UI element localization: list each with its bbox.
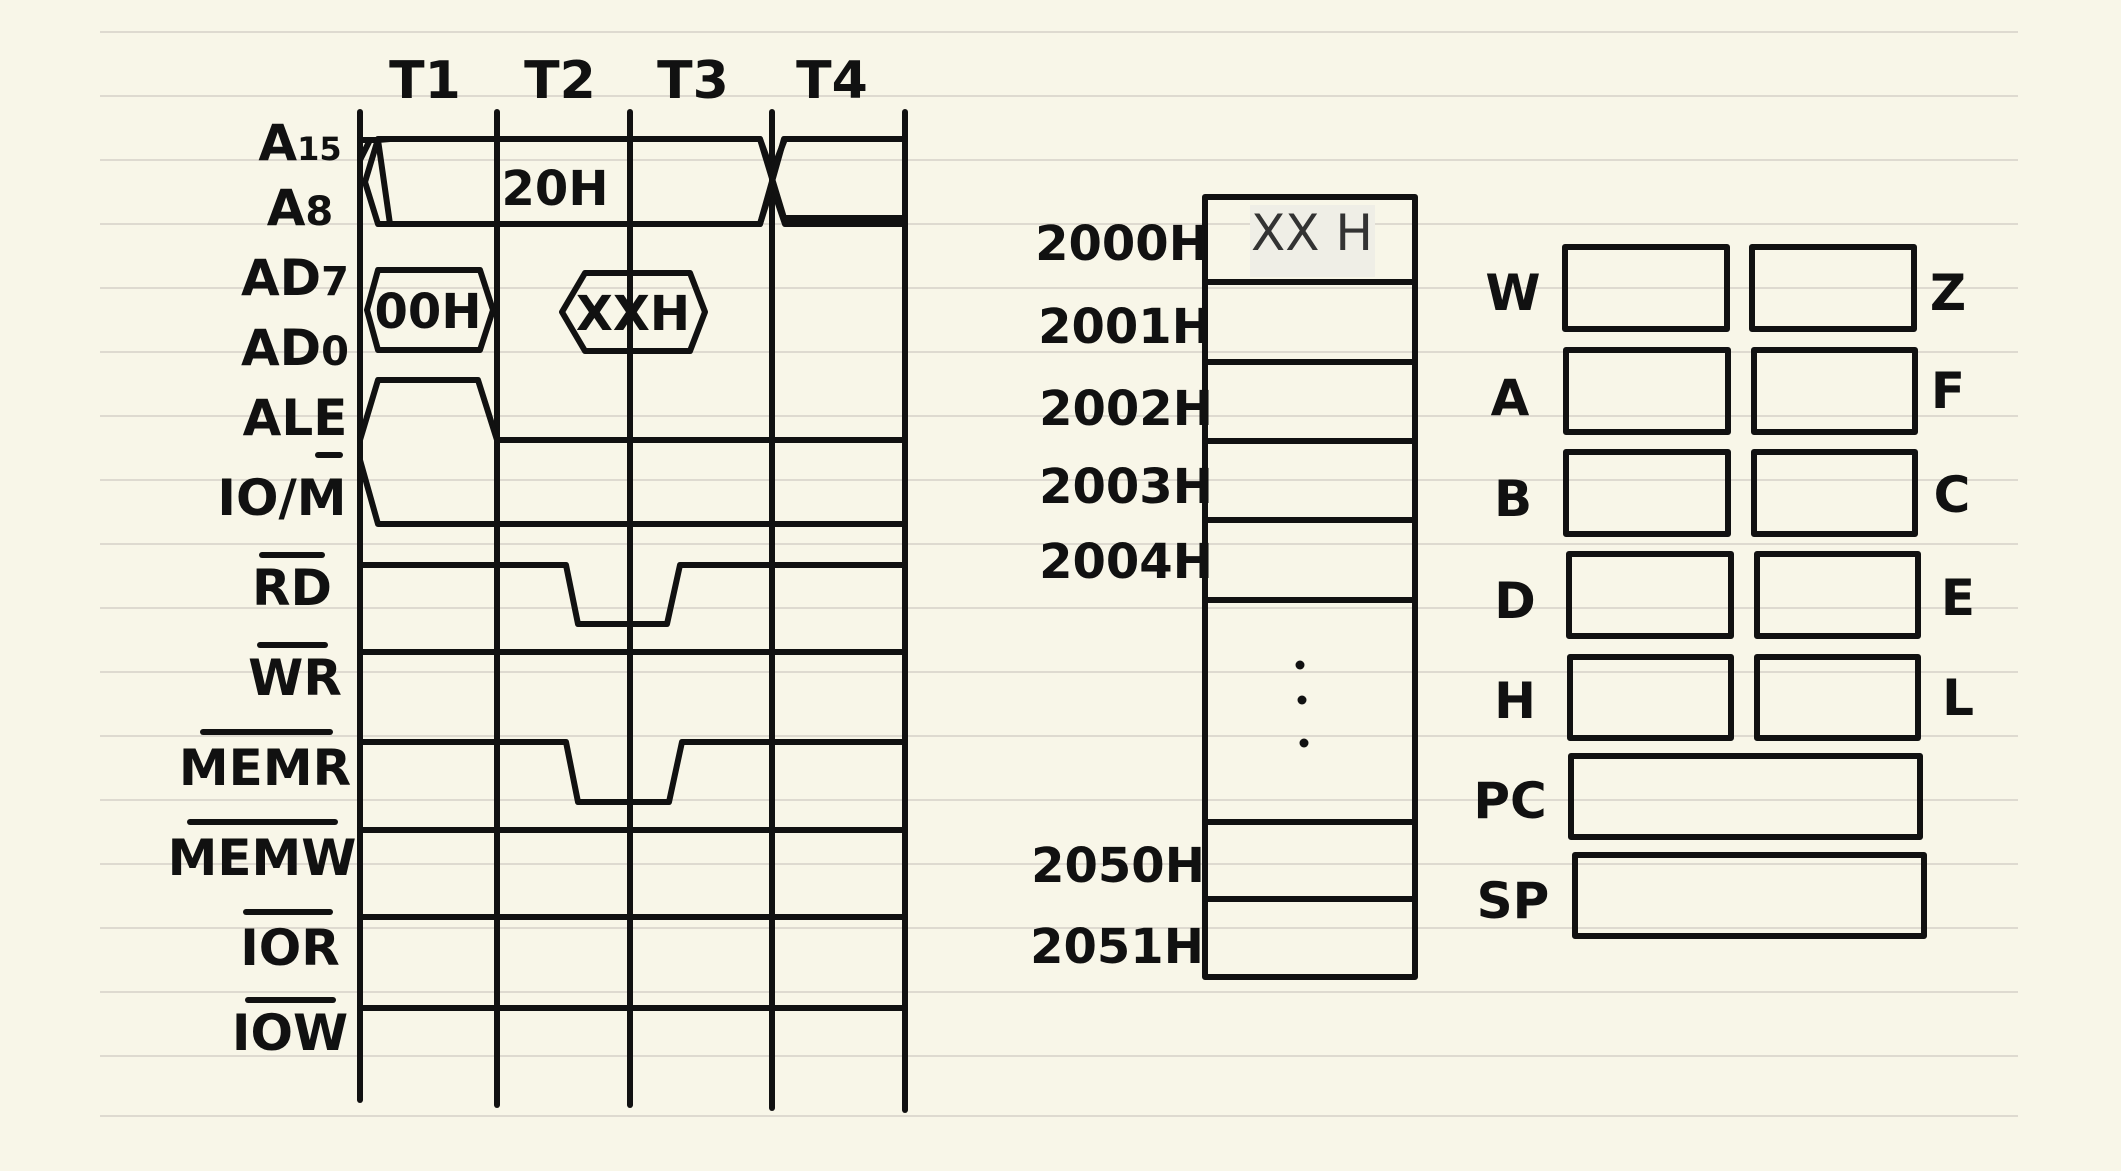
register-label: D — [1494, 572, 1536, 630]
subscript: 0 — [321, 329, 349, 375]
signal-label-ad0: AD0 — [241, 319, 349, 377]
subscript: 15 — [297, 130, 342, 168]
signal-labels: A15 A8 AD7 AD0 ALE IO/M RD WR MEMR MEMW … — [168, 114, 357, 1062]
register-label: F — [1931, 362, 1965, 420]
register-file: W Z A F B C D E H L PC SP — [1473, 244, 1975, 939]
memr-waveform — [357, 739, 908, 805]
ellipsis-dot — [1297, 695, 1307, 705]
signal-label-a8: A8 — [267, 179, 334, 237]
register-pc-box — [1568, 753, 1923, 840]
high-address-value: 20H — [502, 161, 609, 217]
memory-map: XX H 2000H 2001H 2002H 2003H 2004H 2050H… — [1030, 194, 1418, 980]
signal-label-ior: IOR — [240, 919, 340, 977]
register-c-box — [1751, 449, 1918, 537]
signal-label-ad7: AD7 — [241, 249, 349, 307]
memory-cell-content: XX H — [1251, 204, 1373, 262]
memory-block — [1202, 194, 1418, 980]
register-label: C — [1934, 466, 1971, 524]
register-label: SP — [1477, 872, 1550, 930]
memory-address: 2000H — [1035, 216, 1209, 272]
register-label: PC — [1473, 772, 1546, 830]
ellipsis-dot — [1299, 738, 1309, 748]
subscript: 8 — [305, 189, 333, 235]
subscript: 7 — [321, 259, 349, 305]
data-value: XXH — [576, 286, 690, 342]
memory-address: 2003H — [1039, 459, 1213, 515]
register-h-box — [1567, 654, 1734, 741]
register-boxes — [1562, 244, 1927, 939]
memory-cell-dividers — [1202, 279, 1418, 902]
register-label: B — [1494, 470, 1532, 528]
signal-label-iow: IOW — [232, 1004, 348, 1062]
register-w-box — [1562, 244, 1730, 332]
t-state-label: T4 — [796, 51, 868, 111]
register-e-box — [1754, 551, 1921, 639]
ad-bus-address-hexagon — [364, 267, 496, 353]
t-state-label: T1 — [389, 51, 461, 111]
register-label: A — [1491, 369, 1530, 427]
register-label: L — [1942, 669, 1974, 727]
t-state-label: T2 — [524, 51, 596, 111]
clock-boundaries — [357, 109, 908, 1113]
rd-waveform — [357, 562, 908, 627]
register-label: E — [1941, 569, 1975, 627]
register-f-box — [1751, 347, 1918, 435]
register-d-box — [1566, 551, 1734, 639]
memory-address: 2050H — [1031, 838, 1205, 894]
signal-label-rd: RD — [252, 559, 332, 617]
active-low-overbars — [187, 452, 343, 1003]
signal-label-ale: ALE — [243, 389, 348, 447]
register-b-box — [1563, 449, 1731, 537]
register-label: W — [1485, 264, 1540, 322]
memory-address: 2051H — [1030, 919, 1204, 975]
register-label: Z — [1930, 264, 1966, 322]
memory-address: 2001H — [1038, 299, 1212, 355]
signal-label-a15: A15 — [258, 114, 341, 172]
signal-label-memw: MEMW — [168, 829, 357, 887]
ad-bus-data-hexagon — [559, 270, 708, 354]
io-m-waveform — [357, 457, 908, 527]
register-a-box — [1563, 347, 1731, 435]
cell-highlight — [1250, 205, 1375, 277]
low-address-value: 00H — [375, 284, 482, 340]
signal-label-io-m: IO/M — [217, 469, 346, 527]
ale-waveform — [357, 377, 908, 443]
memory-address: 2004H — [1039, 534, 1213, 590]
register-l-box — [1754, 654, 1921, 741]
register-z-box — [1749, 244, 1917, 332]
memory-address: 2002H — [1039, 381, 1213, 437]
register-label: H — [1494, 672, 1536, 730]
ellipsis-dot — [1295, 660, 1305, 670]
a15-a8-bus-outline — [362, 136, 908, 227]
signal-label-memr: MEMR — [179, 739, 351, 797]
register-sp-box — [1572, 852, 1927, 939]
timing-diagram: T1 T2 T3 T4 A15 A8 AD7 AD0 ALE IO/M RD W… — [168, 51, 908, 1113]
vertical-ellipsis — [1295, 660, 1309, 748]
t-state-label: T3 — [657, 51, 729, 111]
signal-label-wr: WR — [248, 649, 342, 707]
